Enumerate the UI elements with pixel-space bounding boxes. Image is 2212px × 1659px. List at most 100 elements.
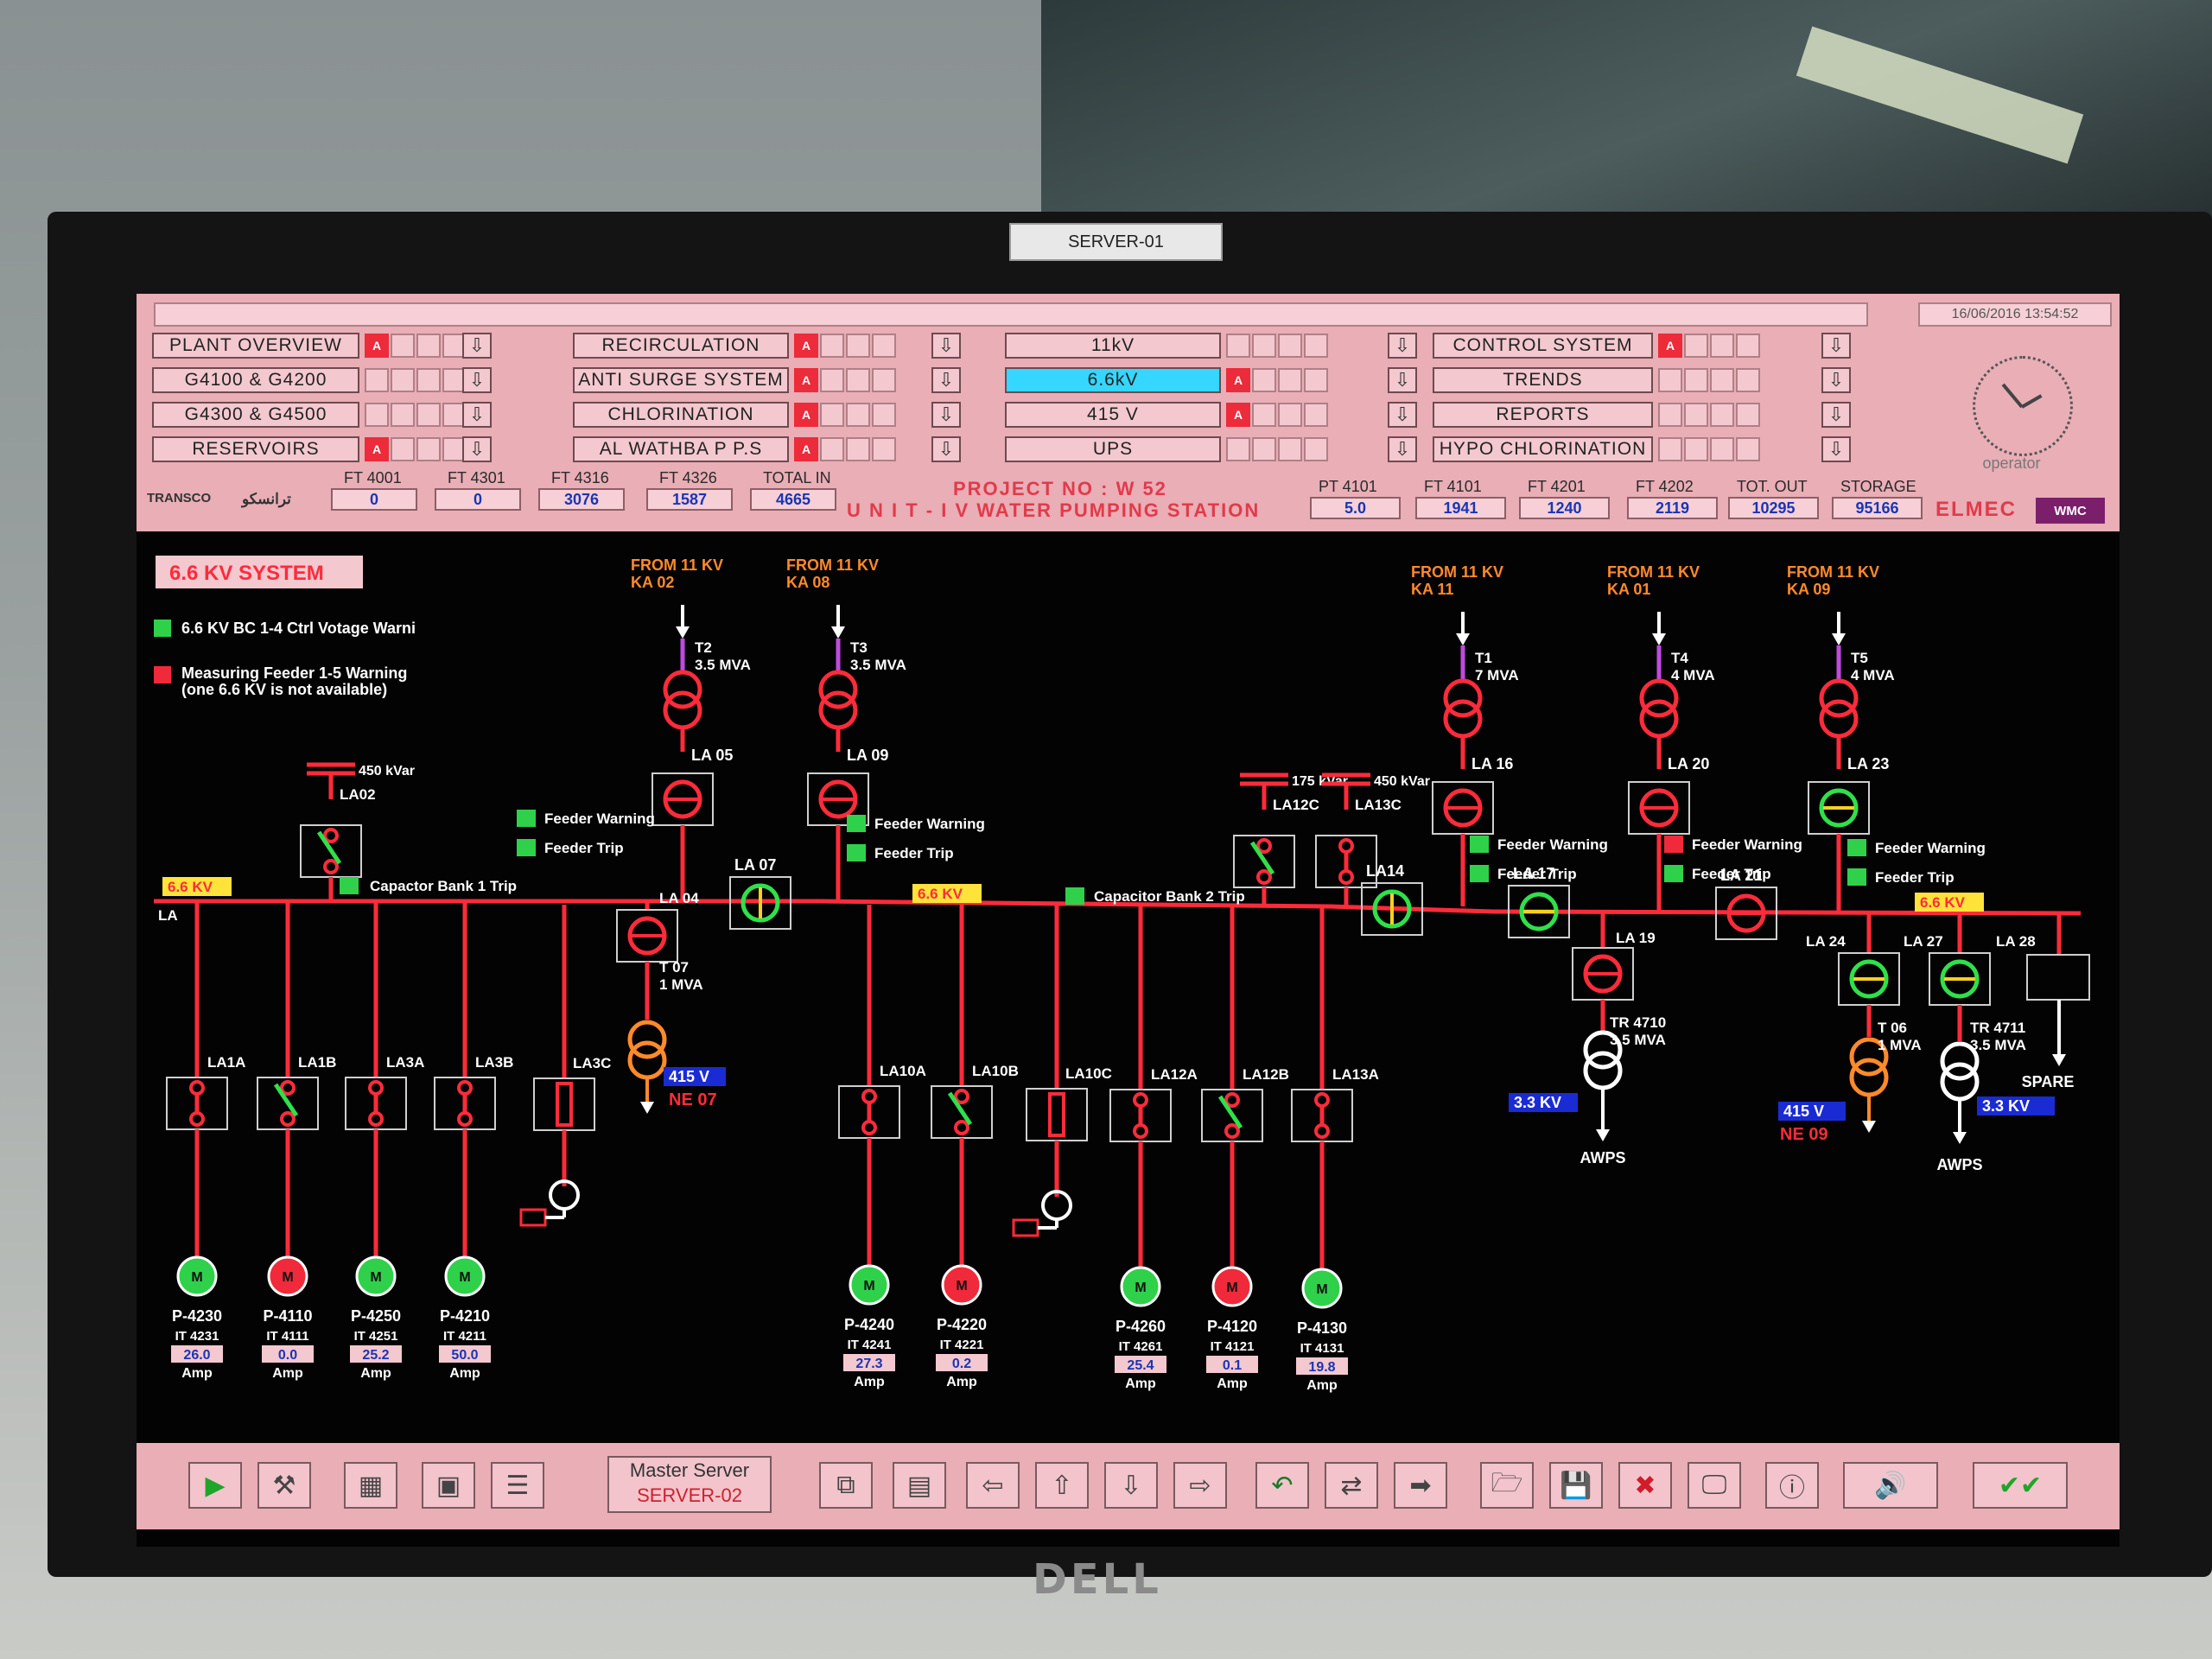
motor-icon[interactable] — [355, 1255, 397, 1297]
alarm-badge[interactable]: A — [794, 334, 818, 358]
nav-button-plant-overview[interactable]: PLANT OVERVIEW — [152, 333, 359, 359]
drop-down-arrow-icon[interactable]: ⇩ — [931, 436, 961, 462]
info-icon[interactable]: ⓘ — [1765, 1462, 1819, 1509]
capacitor-breaker[interactable] — [1233, 835, 1295, 888]
drop-down-arrow-icon[interactable]: ⇩ — [1388, 367, 1417, 393]
forward-icon[interactable]: ➡ — [1394, 1462, 1447, 1509]
operator-field[interactable]: operator — [1982, 454, 2041, 472]
motor-icon[interactable] — [176, 1255, 218, 1297]
save-icon[interactable]: 💾 — [1549, 1462, 1603, 1509]
nav-button-hypo-chlorination[interactable]: HYPO CHLORINATION — [1433, 436, 1653, 462]
nav-button-chlorination[interactable]: CHLORINATION — [573, 402, 789, 428]
alarm-badge[interactable]: A — [794, 403, 818, 427]
drop-down-arrow-icon[interactable]: ⇩ — [462, 367, 492, 393]
feeder-breaker-la04[interactable] — [616, 909, 678, 963]
drop-down-arrow-icon[interactable]: ⇩ — [1388, 402, 1417, 428]
pump-feeder-breaker[interactable] — [838, 1085, 900, 1139]
incomer-breaker-la23[interactable] — [1808, 781, 1870, 835]
drop-down-arrow-icon[interactable]: ⇩ — [1388, 333, 1417, 359]
incomer-breaker-la16[interactable] — [1432, 781, 1494, 835]
pump-feeder-breaker[interactable] — [434, 1077, 496, 1130]
drop-down-arrow-icon[interactable]: ⇩ — [462, 402, 492, 428]
bus-coupler-la21[interactable] — [1715, 887, 1777, 940]
nav-button-reports[interactable]: REPORTS — [1433, 402, 1653, 428]
motor-icon[interactable] — [267, 1255, 308, 1297]
nav-button-11kv[interactable]: 11kV — [1005, 333, 1221, 359]
arrow-left-icon[interactable]: ⇦ — [966, 1462, 1020, 1509]
alarm-badge[interactable]: A — [794, 437, 818, 461]
motor-icon[interactable] — [1301, 1268, 1343, 1309]
undo-icon[interactable]: ↶ — [1255, 1462, 1309, 1509]
spare-breaker[interactable] — [2026, 954, 2090, 1001]
drop-down-arrow-icon[interactable]: ⇩ — [1821, 333, 1851, 359]
nav-button-g4100-g4200[interactable]: G4100 & G4200 — [152, 367, 359, 393]
nav-button-reservoirs[interactable]: RESERVOIRS — [152, 436, 359, 462]
copy-icon[interactable]: ⧉ — [819, 1462, 873, 1509]
nav-button-trends[interactable]: TRENDS — [1433, 367, 1653, 393]
alarm-badge[interactable]: A — [1658, 334, 1682, 358]
nav-button-al-wathba-p-p-s[interactable]: AL WATHBA P P.S — [573, 436, 789, 462]
motor-icon[interactable] — [1120, 1266, 1161, 1307]
incomer-breaker-la20[interactable] — [1628, 781, 1690, 835]
drop-down-arrow-icon[interactable]: ⇩ — [1821, 436, 1851, 462]
bus-coupler-label: LA 17 — [1513, 865, 1554, 882]
list-icon[interactable]: ☰ — [491, 1462, 544, 1509]
nav-button-recirculation[interactable]: RECIRCULATION — [573, 333, 789, 359]
nav-button-control-system[interactable]: CONTROL SYSTEM — [1433, 333, 1653, 359]
pump-feeder-breaker[interactable] — [166, 1077, 228, 1130]
motor-icon[interactable] — [849, 1264, 890, 1306]
sound-icon[interactable]: 🔊 — [1843, 1462, 1938, 1509]
motor-icon[interactable] — [444, 1255, 486, 1297]
nav-button-6-6kv[interactable]: 6.6kV — [1005, 367, 1221, 393]
arrow-down-icon[interactable]: ⇩ — [1104, 1462, 1158, 1509]
feeder-breaker-la19[interactable] — [1572, 947, 1634, 1001]
drop-down-arrow-icon[interactable]: ⇩ — [931, 402, 961, 428]
nav-button-ups[interactable]: UPS — [1005, 436, 1221, 462]
drop-down-arrow-icon[interactable]: ⇩ — [1821, 367, 1851, 393]
nav-button-g4300-g4500[interactable]: G4300 & G4500 — [152, 402, 359, 428]
arrow-right-icon[interactable]: ⇨ — [1173, 1462, 1227, 1509]
bus-coupler-la07[interactable] — [729, 876, 791, 930]
drop-down-arrow-icon[interactable]: ⇩ — [931, 367, 961, 393]
pump-feeder-breaker[interactable] — [1291, 1089, 1353, 1142]
capacitor-breaker[interactable] — [1315, 835, 1377, 888]
pump-feeder-breaker[interactable] — [257, 1077, 319, 1130]
alarm-badge[interactable]: A — [365, 334, 389, 358]
folder-open-icon[interactable]: 🗁 — [1480, 1462, 1534, 1509]
checkmarks-icon[interactable]: ✔✔ — [1973, 1462, 2068, 1509]
motor-icon[interactable] — [941, 1264, 982, 1306]
drop-down-arrow-icon[interactable]: ⇩ — [462, 333, 492, 359]
motor-icon[interactable] — [1211, 1266, 1253, 1307]
calculator-icon[interactable]: ▦ — [344, 1462, 397, 1509]
tools-icon[interactable]: ⚒ — [257, 1462, 311, 1509]
pump-feeder-breaker[interactable] — [1201, 1089, 1263, 1142]
fuse-feeder[interactable] — [1026, 1088, 1088, 1141]
incomer-breaker-la05[interactable] — [652, 772, 714, 826]
close-icon[interactable]: ✖ — [1618, 1462, 1672, 1509]
fuse-feeder[interactable] — [533, 1077, 595, 1131]
feeder-breaker-la24[interactable] — [1838, 952, 1900, 1006]
feeder-breaker-la27[interactable] — [1929, 952, 1991, 1006]
alarm-badge[interactable]: A — [365, 437, 389, 461]
pump-feeder-breaker[interactable] — [931, 1085, 993, 1139]
drop-down-arrow-icon[interactable]: ⇩ — [1388, 436, 1417, 462]
pump-feeder-breaker[interactable] — [1109, 1089, 1172, 1142]
nav-button-anti-surge-system[interactable]: ANTI SURGE SYSTEM — [573, 367, 789, 393]
pump-feeder-breaker[interactable] — [345, 1077, 407, 1130]
bus-coupler-la14[interactable] — [1361, 882, 1423, 936]
capacitor-breaker[interactable] — [300, 824, 362, 878]
table-icon[interactable]: ▤ — [893, 1462, 946, 1509]
transfer-icon[interactable]: ⇄ — [1325, 1462, 1378, 1509]
monitor-icon[interactable]: 🖵 — [1688, 1462, 1741, 1509]
nav-button-415-v[interactable]: 415 V — [1005, 402, 1221, 428]
drop-down-arrow-icon[interactable]: ⇩ — [462, 436, 492, 462]
picture-icon[interactable]: ▣ — [422, 1462, 475, 1509]
alarm-badge[interactable]: A — [794, 368, 818, 392]
arrow-up-icon[interactable]: ⇧ — [1035, 1462, 1089, 1509]
alarm-badge[interactable]: A — [1226, 368, 1250, 392]
drop-down-arrow-icon[interactable]: ⇩ — [931, 333, 961, 359]
drop-down-arrow-icon[interactable]: ⇩ — [1821, 402, 1851, 428]
bus-coupler-la17[interactable] — [1508, 885, 1570, 938]
play-icon[interactable]: ▶ — [188, 1462, 242, 1509]
alarm-badge[interactable]: A — [1226, 403, 1250, 427]
